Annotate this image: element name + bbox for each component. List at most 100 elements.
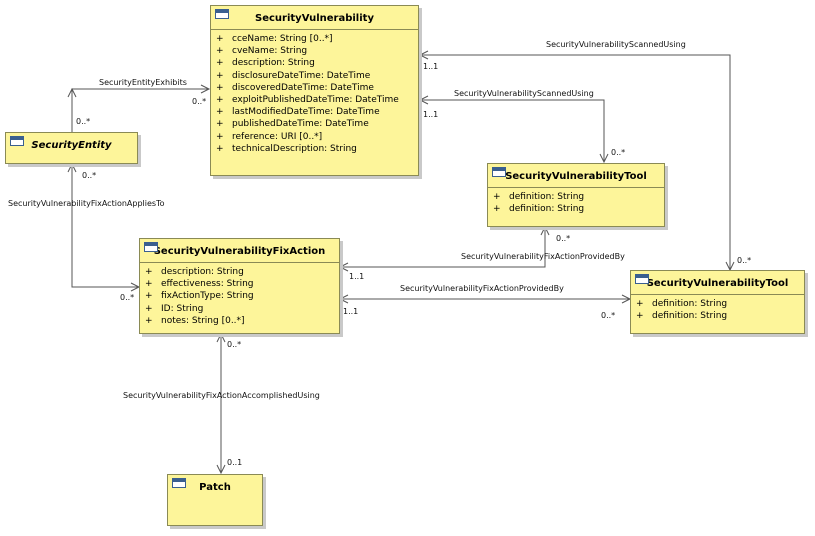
visibility-marker: + <box>145 267 153 277</box>
visibility-marker: + <box>145 291 153 302</box>
mult-fix-provided-by-1-target: 0..* <box>556 234 571 243</box>
attribute-text: disclosureDateTime: DateTime <box>232 70 371 81</box>
attribute-text: notes: String [0..*] <box>161 315 245 326</box>
attribute-text: fixActionType: String <box>161 291 254 302</box>
class-icon <box>492 167 506 177</box>
visibility-marker: + <box>493 192 501 202</box>
attribute-text: ID: String <box>161 303 204 314</box>
label-fix-provided-by-2: SecurityVulnerabilityFixActionProvidedBy <box>400 284 564 293</box>
label-scanned-using-1: SecurityVulnerabilityScannedUsing <box>454 89 594 98</box>
mult-fix-applies-to-source: 0..* <box>82 171 97 180</box>
attribute-row: +definition: String <box>493 203 664 215</box>
attribute-text: discoveredDateTime: DateTime <box>232 82 374 93</box>
association-fix-accomplished-using[interactable] <box>216 332 226 475</box>
attribute-row: + description: String <box>145 266 339 278</box>
mult-scanned-using-1-target: 0..* <box>611 148 626 157</box>
attribute-row: + definition: String <box>493 191 664 203</box>
association-fix-provided-by-1[interactable] <box>338 225 550 272</box>
attribute-row: + publishedDateTime: DateTime <box>216 118 418 130</box>
attribute-row: + discoveredDateTime: DateTime <box>216 82 418 94</box>
class-name: SecurityVulnerabilityFixAction <box>153 246 326 257</box>
visibility-marker: + <box>216 82 224 93</box>
attribute-text: description: String <box>161 267 244 277</box>
mult-scanned-using-2-target: 0..* <box>737 256 752 265</box>
attribute-list: +cceName: String [0..*]+cveName: String+… <box>211 30 418 155</box>
attribute-text: cveName: String <box>232 46 308 57</box>
mult-scanned-using-2-source: 1..1 <box>423 62 439 71</box>
class-security-vulnerability-tool-1[interactable]: SecurityVulnerabilityTool + definition: S… <box>487 163 665 227</box>
attribute-row: +lastModifiedDateTime: DateTime <box>216 106 418 118</box>
class-security-entity[interactable]: SecurityEntity <box>5 132 138 164</box>
mult-entity-exhibits-source: 0..* <box>76 117 91 126</box>
visibility-marker: + <box>216 58 224 69</box>
attribute-text: definition: String <box>652 311 728 322</box>
attribute-text: description: String <box>232 58 315 69</box>
attribute-row: + exploitPublishedDateTime: DateTime <box>216 94 418 106</box>
class-patch[interactable]: Patch <box>167 474 263 526</box>
attribute-row: +disclosureDateTime: DateTime <box>216 70 418 82</box>
class-header: Patch <box>168 475 262 499</box>
class-security-vulnerability[interactable]: SecurityVulnerability + cceName: String [… <box>210 5 419 176</box>
class-header: SecurityVulnerabilityFixAction <box>140 239 339 263</box>
attribute-list: +definition: String+definition: String <box>631 295 804 322</box>
class-name: SecurityVulnerabilityTool <box>646 278 789 289</box>
visibility-marker: + <box>216 46 224 57</box>
mult-fix-applies-to-target: 0..* <box>120 293 135 302</box>
class-name: Patch <box>199 482 231 493</box>
attribute-text: lastModifiedDateTime: DateTime <box>232 107 380 118</box>
attribute-row: +effectiveness: String <box>145 278 339 290</box>
attribute-text: definition: String <box>652 299 728 309</box>
association-fix-applies-to[interactable] <box>67 162 141 292</box>
attribute-text: definition: String <box>509 204 585 215</box>
label-fix-provided-by-1: SecurityVulnerabilityFixActionProvidedBy <box>461 252 625 261</box>
attribute-text: exploitPublishedDateTime: DateTime <box>232 95 399 106</box>
mult-fix-provided-by-2-target: 0..* <box>601 311 616 320</box>
attribute-text: cceName: String [0..*] <box>232 34 333 44</box>
class-icon <box>215 9 229 19</box>
class-icon <box>172 478 186 488</box>
class-name: SecurityEntity <box>31 140 112 151</box>
class-header: SecurityVulnerabilityTool <box>631 271 804 295</box>
class-header: SecurityEntity <box>6 133 137 157</box>
association-scanned-using-1[interactable] <box>418 95 609 164</box>
label-fix-applies-to: SecurityVulnerabilityFixActionAppliesTo <box>8 199 165 208</box>
class-name: SecurityVulnerability <box>255 13 374 24</box>
class-icon <box>10 136 24 146</box>
attribute-text: definition: String <box>509 192 585 202</box>
class-name: SecurityVulnerabilityTool <box>505 171 647 182</box>
attribute-row: +reference: URI [0..*] <box>216 131 418 143</box>
attribute-row: + description: String <box>216 57 418 69</box>
mult-entity-exhibits-target: 0..* <box>192 97 207 106</box>
visibility-marker: + <box>216 95 224 106</box>
visibility-marker: + <box>216 34 224 44</box>
mult-fix-accomplished-using-source: 0..* <box>227 340 242 349</box>
class-header: SecurityVulnerability <box>211 6 418 30</box>
attribute-text: effectiveness: String <box>161 279 254 290</box>
attribute-row: +technicalDescription: String <box>216 143 418 155</box>
association-fix-provided-by-2[interactable] <box>338 294 632 304</box>
attribute-row: +ID: String <box>145 303 339 315</box>
mult-fix-provided-by-2-source: 1..1 <box>343 307 359 316</box>
attribute-row: + fixActionType: String <box>145 290 339 302</box>
class-icon <box>144 242 158 252</box>
attribute-row: + cceName: String [0..*] <box>216 33 418 45</box>
association-entity-exhibits[interactable] <box>67 84 211 132</box>
label-entity-exhibits: SecurityEntityExhibits <box>99 78 187 87</box>
attribute-text: technicalDescription: String <box>232 143 357 154</box>
attribute-row: + definition: String <box>636 310 804 322</box>
attribute-list: +definition: String+definition: String <box>488 188 664 215</box>
class-security-vulnerability-fix-action[interactable]: SecurityVulnerabilityFixAction + descript… <box>139 238 340 334</box>
visibility-marker: + <box>216 119 224 130</box>
class-header: SecurityVulnerabilityTool <box>488 164 664 188</box>
attribute-row: +notes: String [0..*] <box>145 315 339 327</box>
mult-fix-provided-by-1-source: 1..1 <box>349 272 365 281</box>
attribute-list: +description: String+effectiveness: Stri… <box>140 263 339 327</box>
class-security-vulnerability-tool-2[interactable]: SecurityVulnerabilityTool + definition: S… <box>630 270 805 334</box>
attribute-text: publishedDateTime: DateTime <box>232 119 369 130</box>
attribute-row: +definition: String <box>636 298 804 310</box>
visibility-marker: + <box>636 311 644 322</box>
association-scanned-using-2[interactable] <box>418 50 735 272</box>
class-icon <box>635 274 649 284</box>
